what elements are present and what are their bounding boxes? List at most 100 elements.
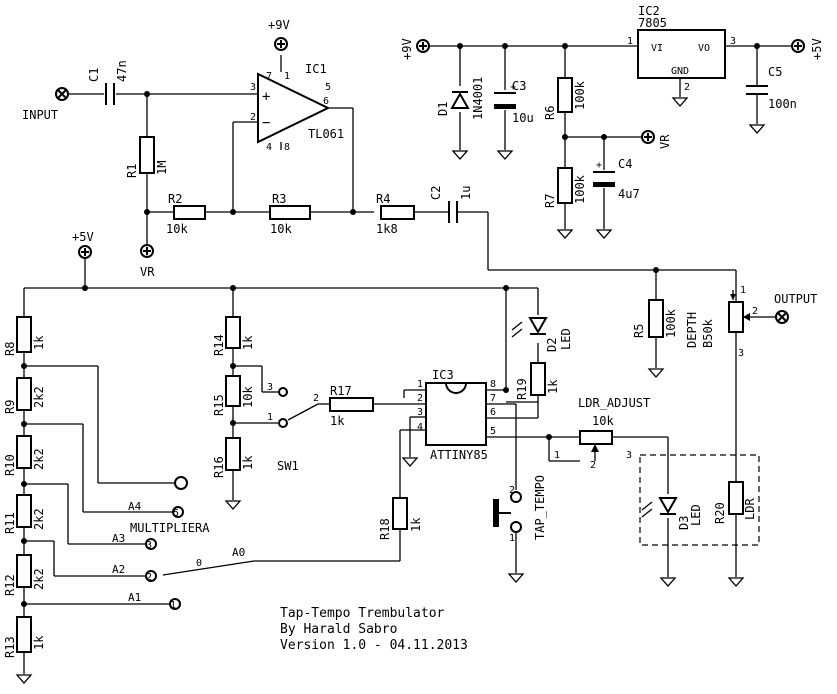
svg-text:2: 2 xyxy=(509,485,515,496)
resistor-r12: R12 2k2 xyxy=(3,554,46,596)
r3-value: 10k xyxy=(270,222,292,236)
ldr-adjust-value: 10k xyxy=(592,414,614,428)
svg-text:5: 5 xyxy=(490,426,496,437)
rotary-switch-multipliera[interactable]: 5 3 2 1 0 A4 A3 A2 A1 A0 MULTIPLIERA xyxy=(112,476,245,611)
d3-value: LED xyxy=(689,504,703,526)
vr-r1-label: VR xyxy=(140,265,155,279)
ic3-ref: IC3 xyxy=(432,368,454,382)
resistor-r4: R4 1k8 xyxy=(376,192,415,236)
resistor-r5: R5 100k xyxy=(632,299,678,338)
svg-text:4: 4 xyxy=(417,422,423,433)
r6-value: 100k xyxy=(573,80,587,110)
svg-text:2: 2 xyxy=(146,572,152,583)
r13-ref: R13 xyxy=(3,636,17,658)
title-line2: By Harald Sabro xyxy=(280,622,397,637)
r18-ref: R18 xyxy=(378,518,392,540)
d1-ref: D1 xyxy=(436,102,450,116)
rotary-a0-label: A0 xyxy=(232,546,245,559)
svg-text:6: 6 xyxy=(490,407,496,418)
ic3-value: ATTINY85 xyxy=(430,448,488,462)
r12-ref: R12 xyxy=(3,574,17,596)
output-port[interactable]: OUTPUT xyxy=(774,292,817,324)
svg-text:1: 1 xyxy=(509,533,515,544)
d3-ref: D3 xyxy=(677,516,691,530)
resistor-r10: R10 2k2 xyxy=(3,435,46,476)
depth-ref: DEPTH xyxy=(685,312,699,348)
tap-tempo-button[interactable]: 2 1 TAP_TEMPO xyxy=(493,475,547,544)
r4-ref: R4 xyxy=(376,192,390,206)
svg-text:1: 1 xyxy=(417,379,423,390)
svg-text:1: 1 xyxy=(267,412,273,423)
junctions xyxy=(21,43,760,607)
svg-text:+: + xyxy=(596,160,602,171)
svg-text:5: 5 xyxy=(173,508,179,519)
resistor-r18: R18 1k xyxy=(378,497,423,540)
r11-value: 2k2 xyxy=(32,508,46,530)
resistor-r15: R15 10k xyxy=(212,375,255,416)
plus5v-right-supply: +5V xyxy=(791,38,824,60)
plus9v-left-supply: +9V xyxy=(400,38,430,60)
r4-value: 1k8 xyxy=(376,222,398,236)
resistor-r1: R1 1M xyxy=(125,136,169,178)
diode-d1: D1 1N4001 xyxy=(436,77,485,120)
svg-text:6: 6 xyxy=(323,96,329,107)
r7-ref: R7 xyxy=(543,194,557,208)
plus9v-top-label: +9V xyxy=(268,18,290,32)
d2-ref: D2 xyxy=(545,338,559,352)
r15-value: 10k xyxy=(241,386,255,408)
r14-value: 1k xyxy=(241,335,255,350)
r17-ref: R17 xyxy=(330,384,352,398)
c1-ref: C1 xyxy=(87,68,101,82)
svg-text:3: 3 xyxy=(417,407,423,418)
ldr-r20: R20 LDR xyxy=(713,481,757,524)
svg-text:3: 3 xyxy=(250,82,256,93)
r20-value: LDR xyxy=(743,498,757,520)
r15-ref: R15 xyxy=(212,394,226,416)
svg-text:1: 1 xyxy=(627,36,633,47)
d1-value: 1N4001 xyxy=(471,77,485,120)
ldr-adjust-potentiometer[interactable]: LDR_ADJUST 10k 1 2 3 xyxy=(554,396,650,471)
c5-ref: C5 xyxy=(768,65,782,79)
resistor-r16: R16 1k xyxy=(212,437,255,478)
r16-value: 1k xyxy=(241,455,255,470)
output-label: OUTPUT xyxy=(774,292,817,306)
r16-ref: R16 xyxy=(212,456,226,478)
capacitor-c1: C1 47n xyxy=(87,60,129,105)
switch-sw1[interactable]: 3 2 1 SW1 xyxy=(267,382,319,473)
input-port[interactable]: INPUT xyxy=(22,87,69,122)
c4-ref: C4 xyxy=(618,157,632,171)
resistor-r11: R11 2k2 xyxy=(3,494,46,534)
r9-ref: R9 xyxy=(3,400,17,414)
r19-value: 1k xyxy=(546,379,560,394)
r1-value: 1M xyxy=(155,161,169,175)
ldr-adjust-label: LDR_ADJUST xyxy=(578,396,650,410)
svg-text:7: 7 xyxy=(266,71,272,82)
rotary-a3-label: A3 xyxy=(112,532,125,545)
resistor-r17: R17 1k xyxy=(329,384,374,428)
r7-value: 100k xyxy=(573,174,587,204)
svg-text:1: 1 xyxy=(554,450,560,461)
r12-value: 2k2 xyxy=(32,568,46,590)
r1-ref: R1 xyxy=(125,164,139,178)
svg-text:2: 2 xyxy=(417,393,423,404)
r8-ref: R8 xyxy=(3,342,17,356)
depth-potentiometer[interactable]: 1 2 3 DEPTH B50k xyxy=(685,285,758,359)
resistor-r19: R19 1k xyxy=(515,362,560,400)
regulator-ic2: IC2 7805 VI VO GND 1 3 2 xyxy=(627,4,736,93)
ic2-value: 7805 xyxy=(638,16,667,30)
depth-value: B50k xyxy=(701,318,715,348)
r9-value: 2k2 xyxy=(32,386,46,408)
tap-tempo-label: TAP_TEMPO xyxy=(533,475,547,540)
r2-ref: R2 xyxy=(168,192,182,206)
title-block: Tap-Tempo Trembulator By Harald Sabro Ve… xyxy=(280,606,468,653)
ground-symbols xyxy=(15,97,766,684)
svg-text:+: + xyxy=(262,89,270,105)
plus5v-left-supply: +5V xyxy=(72,230,94,259)
c3-value: 10u xyxy=(512,111,534,125)
vr-divider-supply: VR xyxy=(641,130,672,149)
ic1-ref: IC1 xyxy=(305,62,327,76)
plus5v-right-label: +5V xyxy=(810,38,824,60)
title-line3: Version 1.0 - 04.11.2013 xyxy=(280,638,468,653)
opamp-ic1: + − IC1 TL061 7 1 3 5 6 2 4 8 xyxy=(250,62,344,153)
